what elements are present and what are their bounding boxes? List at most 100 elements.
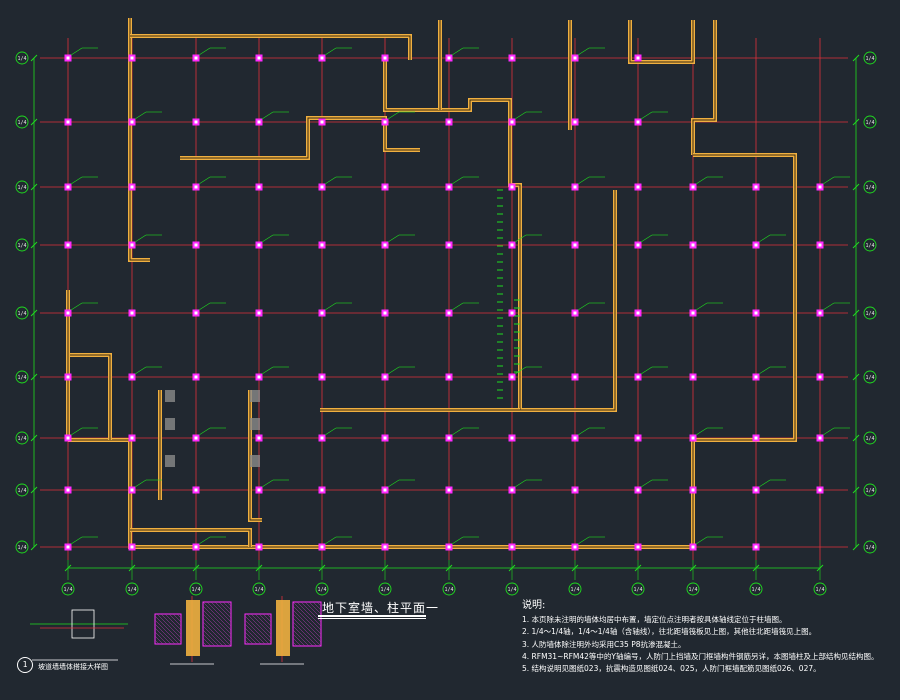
detail-hatch (168, 613, 182, 627)
column-core (66, 185, 70, 189)
dimension-tick (30, 486, 38, 494)
column-core (130, 56, 134, 60)
dimension-tick (30, 309, 38, 317)
column-core (754, 185, 758, 189)
column-leader (70, 427, 83, 436)
axis-bubble (15, 51, 29, 65)
detail-hatch (164, 613, 182, 631)
column-core (636, 311, 640, 315)
axis-bubble-label: 1/4 (17, 545, 26, 551)
axis-bubble-label: 1/4 (317, 587, 326, 593)
axis-bubble (863, 306, 877, 320)
column-leader (70, 176, 83, 185)
column-core (573, 243, 577, 247)
axis-bubble (863, 238, 877, 252)
wall-sw-stair (68, 353, 112, 440)
detail-hatch (202, 621, 228, 647)
detail-hatch (202, 605, 232, 635)
column-core (66, 488, 70, 492)
detail-hatch (312, 601, 322, 611)
shaded-block (250, 455, 260, 467)
axis-bubble (252, 582, 266, 596)
detail-hatch (154, 631, 168, 645)
column-core (130, 545, 134, 549)
column-core (636, 545, 640, 549)
detail-hatch (176, 613, 182, 619)
detail-hatch (202, 609, 232, 639)
wall-core (249, 390, 262, 521)
column-core (383, 311, 387, 315)
column-core (194, 311, 198, 315)
column-core (66, 56, 70, 60)
column-core (447, 120, 451, 124)
shaded-block (165, 455, 175, 467)
detail-hatch (250, 613, 272, 635)
column-core (573, 185, 577, 189)
wall-core (130, 529, 251, 547)
dimension-tick (852, 241, 860, 249)
wall-core (692, 154, 796, 547)
axis-bubble (189, 582, 203, 596)
column-leader (451, 47, 464, 56)
axis-bubble-label: 1/4 (865, 488, 874, 494)
column-leader (261, 479, 274, 488)
axis-bubble (749, 582, 763, 596)
detail-hatch (226, 601, 232, 607)
column-core (194, 243, 198, 247)
column-core (194, 120, 198, 124)
dimension-tick (852, 543, 860, 551)
axis-bubble (378, 582, 392, 596)
column-leader (261, 234, 274, 243)
column-core (257, 56, 261, 60)
column-core (636, 185, 640, 189)
detail-hatch (292, 613, 322, 643)
column-core (447, 185, 451, 189)
notes-item: 2. 1/4～1/4轴，1/4～1/4轴（含轴线），往北距墙筏板见上图，其他往北… (522, 627, 817, 637)
column-leader (514, 111, 527, 120)
detail-section (154, 613, 182, 645)
column-core (510, 436, 514, 440)
column-core (66, 375, 70, 379)
dimension-tick (30, 434, 38, 442)
column-core (383, 243, 387, 247)
wall-north (130, 34, 412, 60)
column-leader (198, 302, 211, 311)
detail-hatch (292, 621, 318, 647)
wall-core (692, 20, 716, 155)
detail-hatch (292, 633, 306, 647)
axis-bubble (505, 582, 519, 596)
dimension-tick (30, 54, 38, 62)
column-core (66, 436, 70, 440)
detail-hatch (244, 639, 250, 645)
detail-hatch (244, 635, 254, 645)
detail-hatch (296, 601, 322, 627)
axis-bubble (15, 431, 29, 445)
detail-hatch (202, 637, 212, 647)
column-core (66, 243, 70, 247)
column-leader (261, 366, 274, 375)
column-core (754, 545, 758, 549)
detail-wall (186, 600, 200, 656)
detail-section (292, 601, 322, 647)
axis-bubble (442, 582, 456, 596)
column-core (66, 311, 70, 315)
axis-bubble (15, 180, 29, 194)
detail-hatch (292, 605, 322, 635)
shaded-block (165, 418, 175, 430)
wall-core (180, 117, 420, 159)
notes-heading: 说明: (522, 600, 546, 611)
column-leader (198, 427, 211, 436)
column-leader (324, 427, 337, 436)
detail-hatch (154, 635, 164, 645)
column-leader (198, 536, 211, 545)
wall-west-upper (128, 18, 150, 262)
axis-bubble (15, 483, 29, 497)
detail-hatch (206, 601, 232, 627)
column-core (573, 436, 577, 440)
axis-bubble-label: 1/4 (751, 587, 760, 593)
column-core (818, 311, 822, 315)
dimension-tick (30, 241, 38, 249)
column-core (447, 375, 451, 379)
